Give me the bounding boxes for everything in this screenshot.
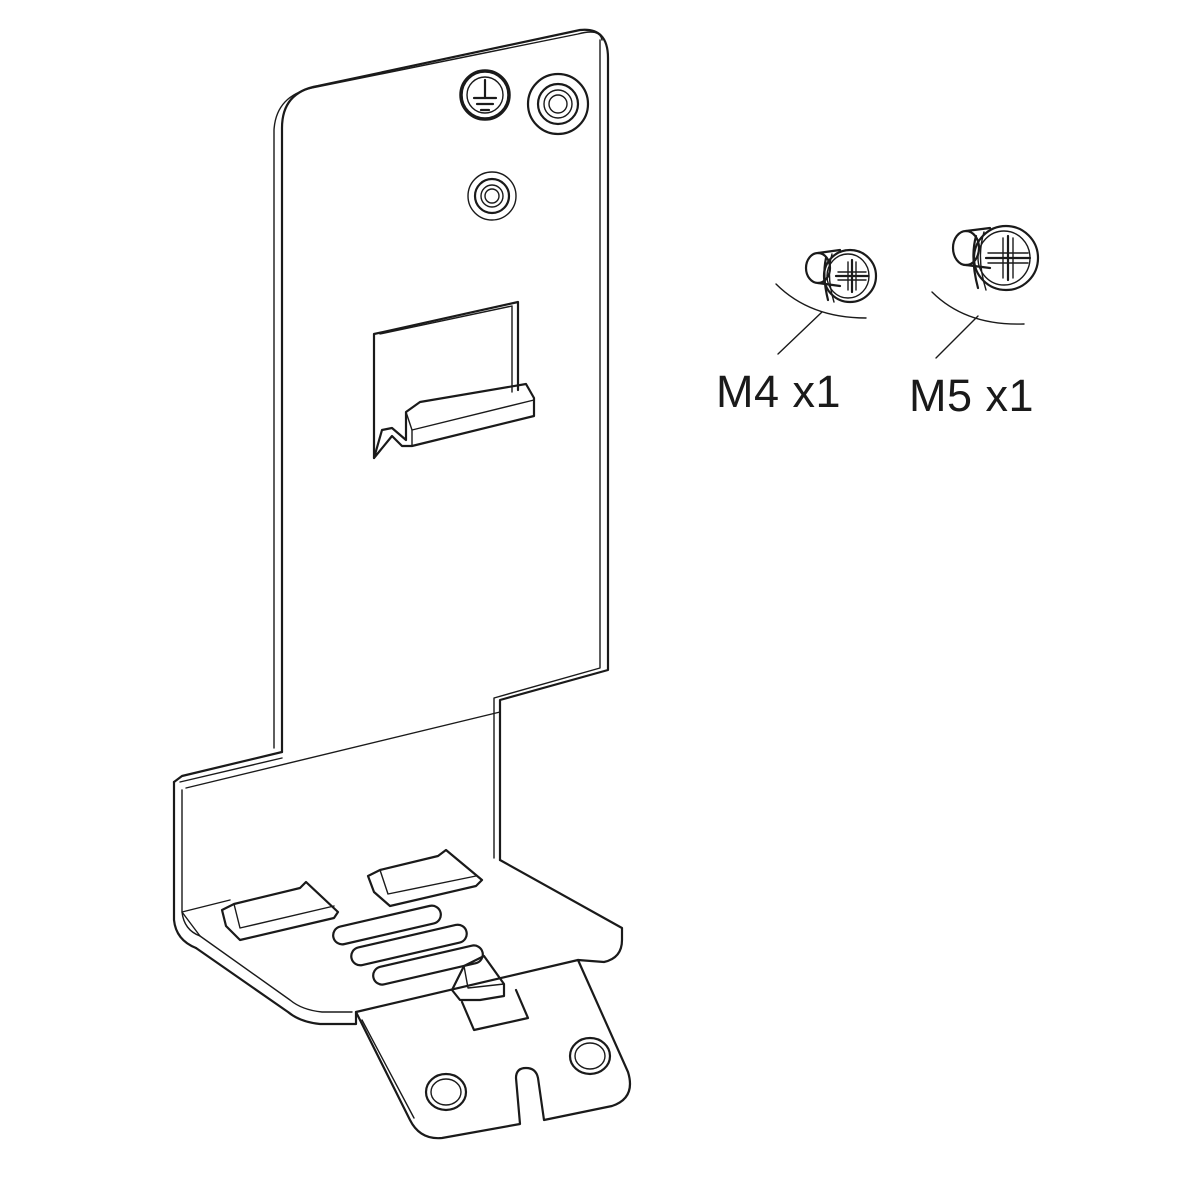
locating-tab (450, 954, 506, 1002)
bracket-bend-top (172, 750, 284, 784)
m5-screw-label: M5 x1 (909, 370, 1035, 421)
shelf-slots (332, 904, 484, 986)
bracket-shelf-inner (181, 899, 231, 937)
m5-washer-arc (931, 291, 1025, 325)
m4-screw-label: M4 x1 (716, 366, 842, 417)
bracket-foot (354, 958, 632, 1140)
bracket-foot-edge (361, 1019, 415, 1119)
bracket-back-plate (280, 28, 610, 862)
m4-screw (804, 248, 878, 304)
phillips-screw-icon (931, 224, 1040, 359)
m5-screw (951, 224, 1040, 292)
plate-window (372, 300, 520, 460)
bracket-plate-edge-right (493, 39, 601, 859)
bracket-front-face (172, 780, 198, 950)
m4-washer-arc (775, 283, 867, 319)
bracket-front-face-inner (181, 789, 201, 937)
bracket-shelf-edge (199, 935, 353, 1013)
foot-hole-left (424, 1072, 468, 1112)
shelf-tab-right (366, 848, 484, 908)
plate-hole-middle (467, 171, 517, 221)
bracket-plate-edge (273, 31, 603, 749)
plate-hook-tab (372, 382, 536, 460)
bracket-bend-inner-2 (179, 757, 283, 783)
foot-hole-right (568, 1036, 612, 1076)
bracket-bend-inner (185, 711, 501, 789)
m5-leader-line (935, 315, 979, 359)
phillips-screw-icon (775, 248, 878, 355)
plate-hole-top (526, 72, 590, 136)
locating-tab-window (460, 988, 530, 1032)
m4-leader-line (777, 311, 823, 355)
ground-symbol-icon (459, 69, 511, 121)
mounting-bracket (172, 28, 632, 1140)
bracket-shelf (194, 858, 624, 1026)
shelf-tab-left (220, 880, 340, 942)
